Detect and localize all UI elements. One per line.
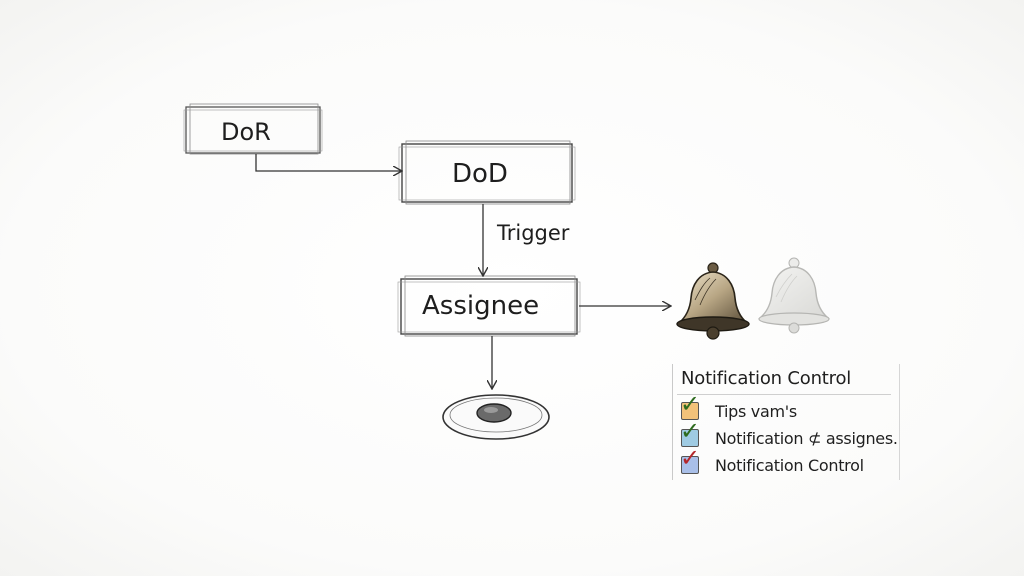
checkmark-icon: ✓ (680, 390, 701, 418)
target-disc-icon[interactable] (442, 394, 550, 440)
notification-option-tips[interactable]: ✓ Tips vam's (680, 392, 797, 423)
option-label: Notification Control (715, 455, 864, 475)
notification-control-panel: Notification Control ✓ Tips vam's ✓ Noti… (672, 364, 900, 480)
edge-trigger-label: Trigger (496, 221, 570, 245)
node-dod-label: DoD (452, 159, 508, 189)
checkbox-assignees[interactable]: ✓ (680, 419, 700, 447)
node-dor[interactable]: DoR (183, 103, 323, 155)
checkmark-icon: ✓ (680, 444, 701, 472)
notification-option-assignees[interactable]: ✓ Notification ⊄ assignes. (680, 419, 898, 450)
checkmark-icon: ✓ (680, 417, 701, 445)
notification-option-control[interactable]: ✓ Notification Control (680, 446, 864, 477)
node-dor-label: DoR (221, 118, 271, 146)
checkbox-tips[interactable]: ✓ (680, 392, 700, 420)
notification-panel-title: Notification Control (681, 368, 852, 389)
node-assignee-label: Assignee (422, 291, 539, 321)
node-assignee[interactable]: Assignee (397, 275, 581, 337)
option-label: Tips vam's (715, 401, 797, 421)
bell-icon[interactable] (676, 262, 750, 340)
option-label: Notification ⊄ assignes. (715, 428, 898, 448)
panel-title-divider (677, 394, 891, 395)
edge-dor-to-dod (255, 154, 401, 171)
node-dod[interactable]: DoD (398, 140, 576, 205)
checkbox-control[interactable]: ✓ (680, 446, 700, 474)
bell-muted-icon[interactable] (758, 257, 830, 334)
